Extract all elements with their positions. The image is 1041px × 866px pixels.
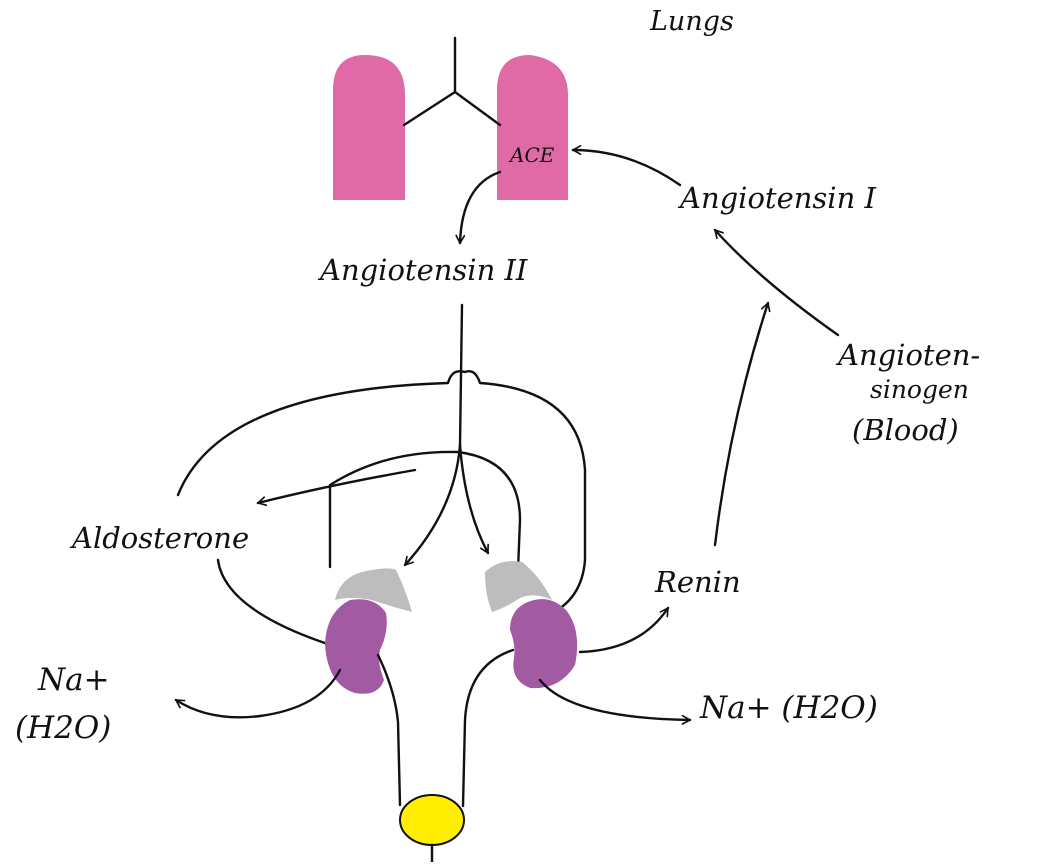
- aldosterone-label: Aldosterone: [69, 521, 249, 555]
- na-left-label-line1: Na+: [37, 662, 110, 698]
- angiotensin-1-to-ace-arrow: [573, 150, 680, 185]
- renin-up-arrow: [715, 303, 768, 545]
- ace-to-angiotensin-2-arrow: [460, 172, 500, 243]
- angiotensin-1-label: Angiotensin I: [677, 181, 876, 215]
- angiotensinogen-line1: Angioten-: [835, 338, 980, 372]
- bladder: [400, 795, 464, 845]
- left-kidney-to-na-arrow: [176, 670, 340, 717]
- angiotensinogen-to-angiotensin-1-arrow: [715, 230, 838, 335]
- angiotensin-2-label: Angiotensin II: [317, 253, 528, 287]
- angiotensin-2-down-line: [460, 305, 462, 445]
- right-kidney: [510, 599, 577, 688]
- angiotensin-2-to-left-adrenal-arrow: [405, 445, 460, 565]
- na-right-label: Na+ (H2O): [699, 690, 878, 726]
- na-left-label-line2: (H2O): [15, 710, 111, 746]
- left-lung: [333, 55, 405, 200]
- right-lung: [497, 55, 568, 200]
- right-kidney-to-na-arrow: [540, 680, 690, 720]
- renin-label: Renin: [654, 565, 741, 599]
- angiotensin-2-to-right-adrenal-arrow: [460, 445, 488, 553]
- ace-label: ACE: [508, 143, 555, 167]
- angiotensinogen-line3: (Blood): [852, 413, 959, 447]
- trachea-bronchi: [404, 38, 500, 125]
- inner-loop-line: [330, 452, 520, 570]
- angiotensinogen-line2: sinogen: [870, 375, 969, 404]
- lungs-title: Lungs: [649, 6, 734, 37]
- aldosterone-to-left-kidney-arrow: [218, 560, 340, 648]
- right-ureter: [463, 650, 513, 806]
- right-kidney-to-renin-arrow: [580, 608, 668, 652]
- to-aldosterone-arrow: [258, 470, 415, 503]
